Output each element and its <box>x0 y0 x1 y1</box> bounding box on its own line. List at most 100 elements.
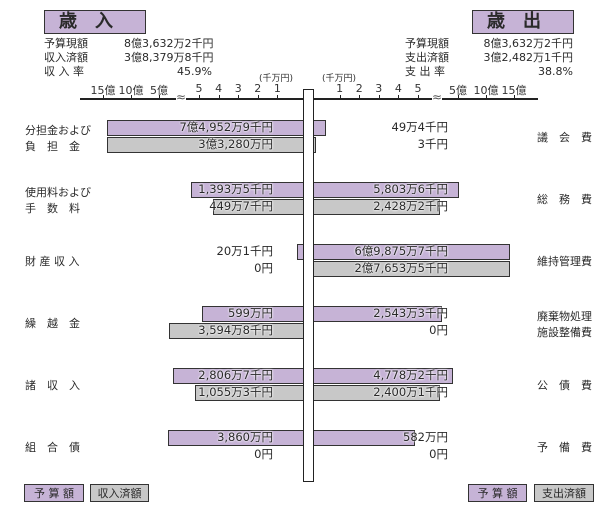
axis-tick-mark <box>159 95 160 99</box>
axis-tick-mark <box>458 95 459 99</box>
legend-budget-expenditure: 予 算 額 <box>468 484 527 502</box>
summary-value: 8億3,632万2千円 <box>483 37 574 50</box>
revenue-budget-label: 599万円 <box>228 306 273 320</box>
revenue-actual-label: 0円 <box>254 447 273 461</box>
revenue-budget-label: 20万1千円 <box>216 244 273 258</box>
revenue-category-name: 手 数 料 <box>25 202 80 215</box>
axis-tick-right: 15億 <box>501 84 527 97</box>
legend-budget-revenue: 予 算 額 <box>24 484 84 502</box>
summary-value: 3億8,379万8千円 <box>124 51 214 64</box>
revenue-actual-label: 3,594万8千円 <box>198 323 273 337</box>
axis-tick-mark <box>378 95 380 99</box>
axis-right <box>313 98 538 100</box>
expenditure-category-name: 廃棄物処理 <box>537 310 592 323</box>
expenditure-budget-label: 6億9,875万7千円 <box>354 244 448 258</box>
expenditure-budget-bar <box>313 120 326 136</box>
axis-tick-left: 15億 <box>90 84 116 97</box>
revenue-category-name: 繰 越 金 <box>25 317 80 330</box>
expenditure-actual-label: 0円 <box>429 447 448 461</box>
legend-actual-expenditure: 支出済額 <box>534 484 594 502</box>
axis-tick-mark <box>238 95 240 99</box>
summary-label: 支 出 率 <box>405 65 445 78</box>
axis-tick-left: 3 <box>234 82 242 95</box>
expenditure-budget-label: 2,543万3千円 <box>373 306 448 320</box>
expenditure-actual-label: 3千円 <box>417 137 448 151</box>
axis-tick-mark <box>218 95 220 99</box>
axis-tick-mark <box>486 95 487 99</box>
summary-label: 予算現額 <box>405 37 449 50</box>
revenue-actual-label: 3億3,280万円 <box>198 137 273 151</box>
axis-tick-mark <box>339 95 341 99</box>
axis-tick-right: 5 <box>414 82 422 95</box>
expenditure-actual-label: 0円 <box>429 323 448 337</box>
expenditure-budget-label: 5,803万6千円 <box>373 182 448 196</box>
summary-label: 収入済額 <box>44 51 88 64</box>
expenditure-summary: 予算現額 8億3,632万2千円 支出済額 3億2,482万1千円 支 出 率 38.… <box>405 37 573 79</box>
axis-tick-right: 4 <box>394 82 402 95</box>
expenditure-budget-label: 582万円 <box>403 430 448 444</box>
axis-tick-mark <box>257 95 259 99</box>
revenue-actual-label: 449万7千円 <box>209 199 273 213</box>
expenditure-category-name: 公 債 費 <box>537 379 592 392</box>
axis-tick-right: 2 <box>355 82 363 95</box>
expenditure-actual-label: 2億7,653万5千円 <box>354 261 448 275</box>
center-column <box>303 89 314 482</box>
revenue-budget-label: 7億4,952万9千円 <box>179 120 273 134</box>
expenditure-category-name: 施設整備費 <box>537 326 592 339</box>
axis-tick-right: 3 <box>375 82 383 95</box>
axis-tick-left: 2 <box>254 82 262 95</box>
axis-tick-mark <box>277 95 279 99</box>
revenue-category-name: 負 担 金 <box>25 140 80 153</box>
revenue-category-name: 組 合 債 <box>25 441 80 454</box>
axis-tick-right: 1 <box>336 82 344 95</box>
expenditure-budget-bar <box>313 430 416 446</box>
revenue-title: 歳入 <box>44 10 146 34</box>
axis-left <box>80 98 304 100</box>
expenditure-actual-label: 2,400万1千円 <box>373 385 448 399</box>
unit-label-right: (千万円) <box>322 74 357 84</box>
expenditure-actual-label: 2,428万2千円 <box>373 199 448 213</box>
axis-tick-left: 10億 <box>118 84 144 97</box>
axis-tick-right: 10億 <box>473 84 499 97</box>
expenditure-budget-label: 4,778万2千円 <box>373 368 448 382</box>
expenditure-budget-label: 49万4千円 <box>391 120 448 134</box>
axis-tick-mark <box>199 95 200 99</box>
axis-tick-mark <box>514 95 515 99</box>
axis-tick-mark <box>103 95 104 99</box>
summary-value: 45.9% <box>177 65 212 78</box>
axis-tick-left: 4 <box>215 82 223 95</box>
revenue-category-name: 諸 収 入 <box>25 379 80 392</box>
revenue-budget-label: 3,860万円 <box>217 430 273 444</box>
revenue-actual-label: 0円 <box>254 261 273 275</box>
summary-label: 支出済額 <box>405 51 449 64</box>
axis-break-right: ≈ <box>432 90 443 104</box>
axis-tick-left: 5億 <box>150 84 168 97</box>
summary-value: 3億2,482万1千円 <box>483 51 574 64</box>
unit-label-left: (千万円) <box>259 74 294 84</box>
summary-value: 8億3,632万2千円 <box>124 37 214 50</box>
revenue-budget-label: 2,806万7千円 <box>198 368 273 382</box>
revenue-summary: 予算現額 8億3,632万2千円 収入済額 3億8,379万8千円 収 入 率 45.… <box>44 37 214 79</box>
axis-tick-mark <box>418 95 419 99</box>
axis-tick-left: 1 <box>273 82 281 95</box>
expenditure-category-name: 総 務 費 <box>537 193 592 206</box>
revenue-actual-label: 1,055万3千円 <box>198 385 273 399</box>
revenue-category-name: 財 産 収 入 <box>25 255 80 268</box>
expenditure-category-name: 維持管理費 <box>537 255 592 268</box>
revenue-category-name: 使用料および <box>25 186 91 199</box>
expenditure-title: 歳出 <box>472 10 574 34</box>
axis-break-left: ≈ <box>176 90 187 104</box>
axis-tick-mark <box>131 95 132 99</box>
summary-label: 予算現額 <box>44 37 88 50</box>
axis-tick-mark <box>398 95 400 99</box>
expenditure-category-name: 予 備 費 <box>537 441 592 454</box>
axis-tick-mark <box>359 95 361 99</box>
summary-value: 38.8% <box>538 65 573 78</box>
expenditure-category-name: 議 会 費 <box>537 131 592 144</box>
axis-tick-left: 5 <box>195 82 203 95</box>
revenue-budget-label: 1,393万5千円 <box>198 182 273 196</box>
summary-label: 収 入 率 <box>44 65 84 78</box>
legend-actual-revenue: 収入済額 <box>90 484 149 502</box>
axis-tick-right: 5億 <box>449 84 467 97</box>
